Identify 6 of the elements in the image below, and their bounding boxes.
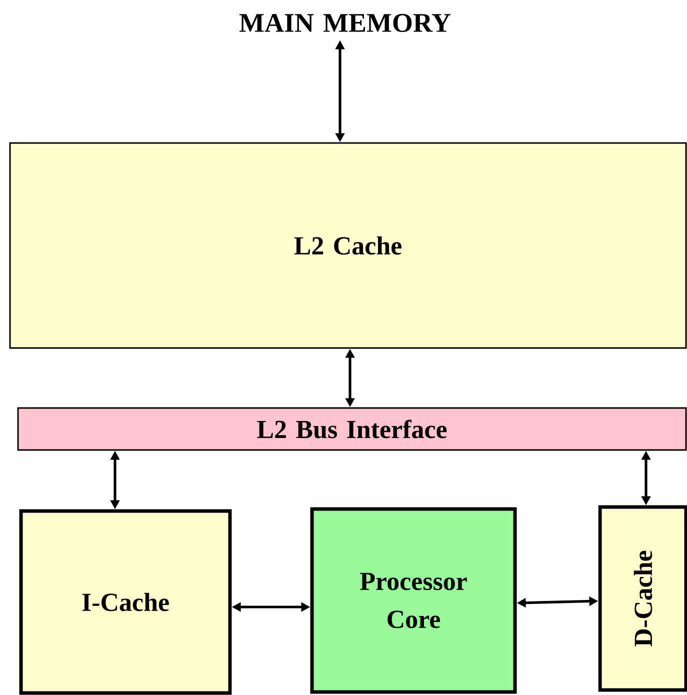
cache-box: L2 Cache	[9, 142, 687, 349]
memory-label: MAIN MEMORY	[239, 14, 451, 32]
bus-interface-bar: L2 Bus Interface	[17, 407, 687, 451]
cache-box: D-Cache	[598, 505, 687, 692]
cache-box: I-Cache	[19, 509, 232, 695]
processor-box: Processor Core	[310, 507, 517, 694]
